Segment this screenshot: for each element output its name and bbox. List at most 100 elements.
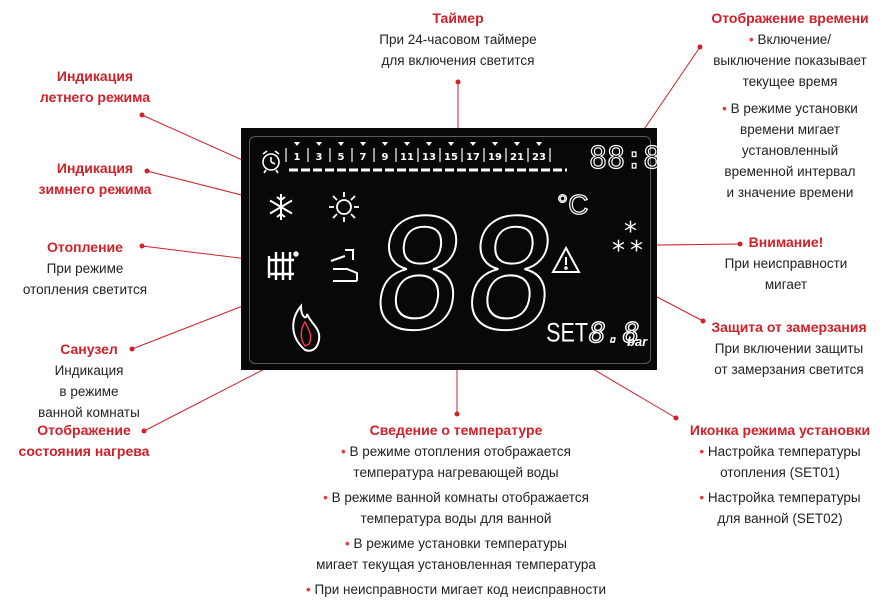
snowflake-icon: [269, 194, 293, 220]
set-label: SET: [546, 318, 588, 348]
temperature-line-5: • В режиме установки температуры: [345, 536, 567, 551]
time-display-line-8: и значение времени: [726, 185, 854, 200]
setting-icon-callout: Иконка режима установки • Настройка темп…: [680, 420, 880, 529]
warning-title: Внимание!: [748, 234, 824, 250]
summer-line-1: Индикация: [56, 68, 134, 84]
summer-line-2: летнего режима: [39, 89, 151, 105]
timer-hour-label: 15: [444, 152, 458, 163]
setting-icon-line-1: • Настройка температуры: [699, 444, 861, 459]
svg-text:*: *: [624, 217, 637, 247]
timer-hour-marker: [492, 142, 498, 146]
heat-state-line-2: состояния нагрева: [18, 443, 150, 459]
sun-icon: [329, 192, 359, 222]
timer-line-1: При 24-часовом таймере: [379, 32, 537, 47]
bathroom-callout: Санузел Индикация в режиме ванной комнат…: [14, 339, 164, 423]
timer-hour-marker: [360, 142, 366, 146]
timer-hour-marker: [470, 142, 476, 146]
bathroom-line-1: Индикация: [54, 363, 124, 378]
warning-callout: Внимание! При неисправности мигает: [706, 232, 866, 295]
time-display-line-4: • В режиме установки: [722, 101, 858, 116]
summer-callout: Индикация летнего режима: [20, 66, 170, 108]
timer-callout: Таймер При 24-часовом таймере для включе…: [358, 8, 558, 71]
time-display-line-1: • Включение/: [748, 32, 832, 47]
time-display-line-7: временной интервал: [724, 164, 856, 179]
celsius-unit: °C: [557, 189, 588, 220]
time-display-title: Отображение времени: [711, 10, 869, 26]
warning-line-1: При неисправности: [724, 256, 848, 271]
frost-line-2: от замерзания светится: [714, 362, 864, 377]
timer-hour-marker: [426, 142, 432, 146]
faucet-icon: [330, 249, 358, 282]
timer-hour-marker: [338, 142, 344, 146]
timer-hour-label: 21: [510, 152, 524, 163]
timer-hour-marker: [294, 142, 300, 146]
time-display-line-5: времени мигает: [740, 122, 840, 137]
time-display-line-3: текущее время: [742, 74, 838, 89]
timer-line-2: для включения светится: [381, 53, 535, 68]
timer-hour-label: 9: [382, 152, 389, 163]
frost-callout: Защита от замерзания При включении защит…: [699, 317, 879, 380]
timer-hour-marker: [382, 142, 388, 146]
time-display-line-2: выключение показывает: [713, 53, 867, 68]
radiator-icon: [267, 251, 299, 280]
temperature-line-2: температура нагревающей воды: [353, 465, 559, 480]
heating-callout: Отопление При режиме отопления светится: [10, 237, 160, 300]
heat-state-line-1: Отображение: [37, 422, 131, 438]
heating-line-2: отопления светится: [22, 282, 148, 297]
warning-icon: [551, 245, 581, 273]
timer-hour-marker: [448, 142, 454, 146]
main-digits: 88: [364, 187, 566, 364]
timer-hour-label: 19: [488, 152, 502, 163]
timer-hour-marker: [404, 142, 410, 146]
winter-callout: Индикация зимнего режима: [20, 158, 170, 200]
temperature-line-7: • При неисправности мигает код неисправн…: [306, 582, 606, 597]
timer-hour-label: 3: [316, 152, 323, 163]
heat-state-callout: Отображение состояния нагрева: [4, 420, 164, 462]
temperature-callout: Сведение о температуре • В режиме отопле…: [281, 420, 631, 600]
timer-title: Таймер: [432, 10, 484, 26]
frost-line-1: При включении защиты: [714, 341, 864, 356]
setting-icon-line-2: отопления (SET01): [720, 465, 840, 480]
winter-line-2: зимнего режима: [38, 181, 152, 197]
set-digits: 8.8: [589, 316, 640, 349]
time-display-line-6: установленный: [741, 143, 839, 158]
flame-icon: [292, 303, 321, 352]
temperature-line-3: • В режиме ванной комнаты отображается: [323, 490, 589, 505]
setting-icon-title: Иконка режима установки: [689, 422, 871, 438]
lcd-frame: [249, 136, 651, 364]
timer-hour-label: 13: [422, 152, 436, 163]
warning-line-2: мигает: [764, 277, 808, 292]
timer-hour-marker: [514, 142, 520, 146]
frost-title: Защита от замерзания: [711, 319, 867, 335]
bathroom-title: Санузел: [60, 341, 118, 357]
clock-digits: 88:88: [589, 141, 657, 176]
timer-hour-label: 5: [338, 152, 345, 163]
time-display-callout: Отображение времени • Включение/ выключе…: [690, 8, 889, 203]
timer-hour-label: 23: [532, 152, 546, 163]
setting-icon-line-3: • Настройка температуры: [699, 490, 861, 505]
svg-text:*: *: [630, 236, 643, 266]
setting-icon-line-4: для ванной (SET02): [717, 511, 843, 526]
heating-line-1: При режиме: [46, 261, 124, 276]
svg-text:*: *: [612, 236, 625, 266]
timer-hour-marker: [536, 142, 542, 146]
bathroom-line-2: в режиме: [59, 384, 119, 399]
bathroom-line-3: ванной комнаты: [38, 405, 140, 420]
timer-hour-marker: [316, 142, 322, 146]
timer-hour-label: 11: [400, 152, 414, 163]
temperature-line-6: мигает текущая установленная температура: [316, 557, 596, 572]
temperature-line-4: температура воды для ванной: [360, 511, 552, 526]
timer-hour-label: 1: [294, 152, 301, 163]
timer-hour-label: 17: [466, 152, 480, 163]
timer-hour-label: 7: [360, 152, 367, 163]
heating-title: Отопление: [47, 239, 123, 255]
temperature-line-1: • В режиме отопления отображается: [341, 444, 571, 459]
bar-label: bar: [627, 334, 648, 349]
temperature-title: Сведение о температуре: [369, 422, 543, 438]
alarm-clock-icon: [262, 150, 280, 174]
winter-line-1: Индикация: [56, 160, 134, 176]
frost-protection-icon: ***: [612, 217, 643, 266]
